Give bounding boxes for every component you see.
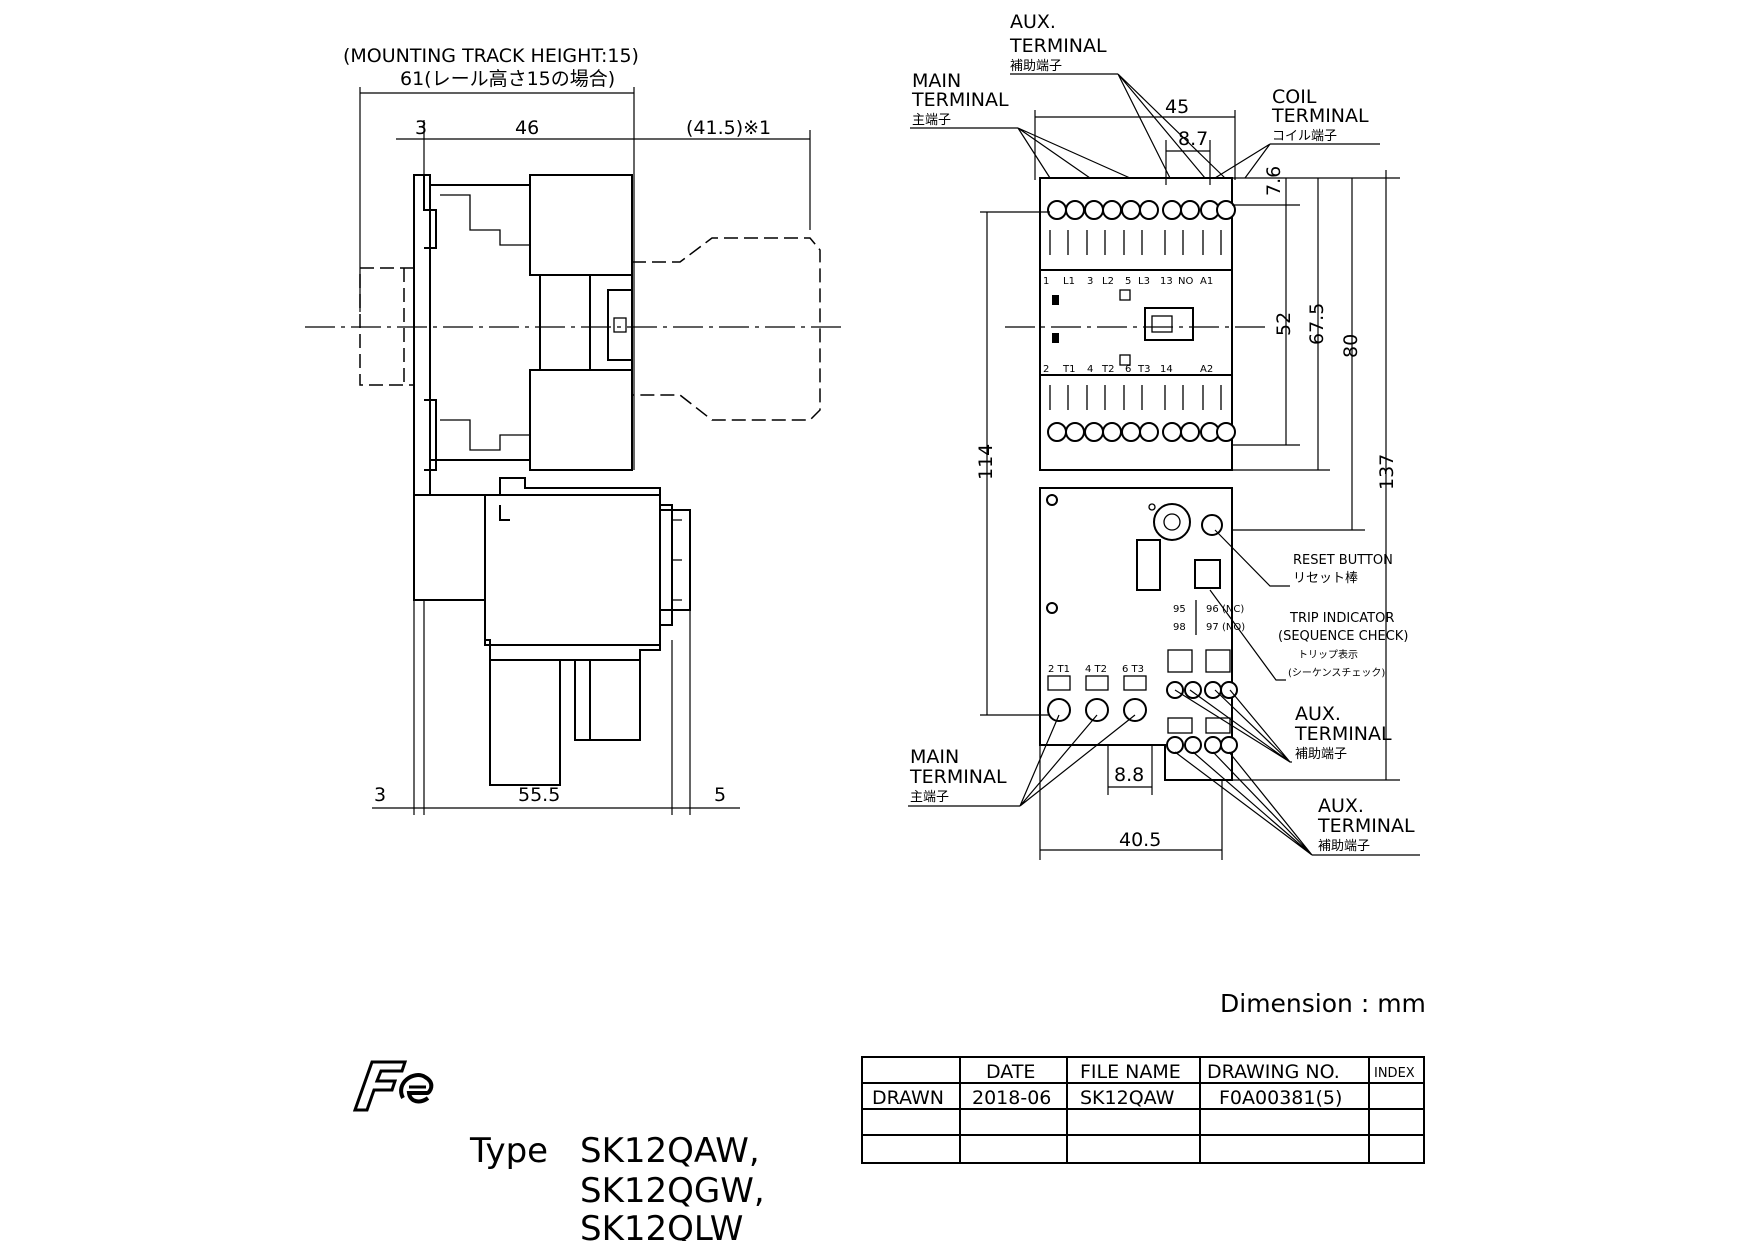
dim-front-67-5: 67.5	[1306, 303, 1328, 345]
row-drawn-drawing-no: F0A00381(5)	[1219, 1087, 1342, 1109]
mark-95: 95	[1173, 604, 1186, 615]
mark-a2: A2	[1200, 364, 1213, 375]
mark-nc: (NC)	[1222, 604, 1244, 615]
coil-terminal-label-2: TERMINAL	[1271, 105, 1369, 127]
relay-mark-4t2: 4 T2	[1085, 664, 1107, 675]
main-terminal-bottom-label-2: TERMINAL	[909, 766, 1007, 788]
dim-side-bottom-55-5: 55.5	[518, 784, 560, 806]
row-drawn-file: SK12QAW	[1080, 1087, 1175, 1109]
track-height-label-jp: 61(レール高さ15の場合)	[400, 68, 615, 90]
dim-side-bottom-3: 3	[374, 784, 386, 806]
trip-indicator-window	[1194, 559, 1221, 589]
row-drawn-date: 2018-06	[972, 1087, 1051, 1109]
mark-6: 6	[1125, 364, 1131, 375]
mark-t1: T1	[1062, 364, 1075, 375]
aux-terminal-mid-label-1: AUX.	[1295, 703, 1341, 725]
trip-indicator-label-1: TRIP INDICATOR	[1289, 611, 1394, 626]
relay-mark-6t3: 6 T3	[1122, 664, 1144, 675]
main-terminal-top-label-2: TERMINAL	[911, 89, 1009, 111]
mark-no-small: (NO)	[1222, 622, 1245, 633]
trip-indicator-label-2: (SEQUENCE CHECK)	[1278, 629, 1408, 644]
mark-2: 2	[1043, 364, 1049, 375]
mark-l3: L3	[1138, 276, 1150, 287]
main-terminal-top-label-1: MAIN	[912, 70, 961, 92]
dim-front-80: 80	[1340, 334, 1362, 358]
main-terminal-bottom-label-3: 主端子	[910, 790, 949, 805]
header-file-name: FILE NAME	[1080, 1061, 1181, 1083]
mark-4: 4	[1087, 364, 1093, 375]
main-terminal-bottom-label-1: MAIN	[910, 746, 959, 768]
front-view: AUX. TERMINAL 補助端子 MAIN TERMINAL 主端子 COI…	[908, 11, 1420, 860]
mark-13: 13	[1160, 276, 1173, 287]
coil-terminal-label-1: COIL	[1272, 86, 1317, 108]
header-drawing-no: DRAWING NO.	[1207, 1061, 1340, 1083]
model-2: SK12QGW,	[580, 1171, 765, 1211]
aux-terminal-top-label-1: AUX.	[1010, 11, 1056, 33]
relay-aux-screws	[1166, 649, 1238, 754]
contact-indicator	[1144, 307, 1194, 341]
mark-98: 98	[1173, 622, 1186, 633]
mark-a1: A1	[1200, 276, 1213, 287]
coil-terminal-label-3: コイル端子	[1272, 129, 1337, 144]
aux-terminal-mid-label-2: TERMINAL	[1294, 723, 1392, 745]
reset-button-icon[interactable]	[1201, 514, 1223, 536]
mark-96: 96	[1206, 604, 1219, 615]
dim-front-114: 114	[975, 444, 997, 480]
side-view: (MOUNTING TRACK HEIGHT:15) 61(レール高さ15の場合…	[305, 45, 845, 815]
aux-terminal-bottom-label-3: 補助端子	[1318, 839, 1370, 854]
top-terminal-screws	[1047, 200, 1236, 255]
aux-terminal-bottom-label-2: TERMINAL	[1317, 815, 1415, 837]
model-1: SK12QAW,	[580, 1131, 760, 1171]
aux-terminal-bottom-label-1: AUX.	[1318, 795, 1364, 817]
dim-side-top-3: 3	[415, 117, 427, 139]
dim-front-8-8: 8.8	[1114, 764, 1144, 786]
dim-side-top-41-5: (41.5)※1	[686, 117, 771, 139]
aux-terminal-mid-label-3: 補助端子	[1295, 747, 1347, 762]
relay-main-screws	[1047, 675, 1147, 722]
track-height-label: (MOUNTING TRACK HEIGHT:15)	[343, 45, 639, 67]
header-date: DATE	[986, 1061, 1035, 1083]
mark-l1: L1	[1063, 276, 1075, 287]
dim-front-52: 52	[1273, 312, 1295, 336]
mark-14: 14	[1160, 364, 1173, 375]
dim-front-7-6: 7.6	[1263, 166, 1285, 196]
reset-button-label-2: リセット棒	[1293, 571, 1358, 586]
trip-indicator-label-3: トリップ表示	[1298, 648, 1358, 661]
aux-terminal-top-label-2: TERMINAL	[1009, 35, 1107, 57]
dim-front-45: 45	[1165, 96, 1189, 118]
mark-no: NO	[1178, 276, 1193, 287]
dim-side-bottom-5: 5	[714, 784, 726, 806]
bottom-terminal-marks: 2 T1 4 T2 6 T3 14 A2	[1043, 364, 1213, 375]
bottom-terminal-screws	[1047, 385, 1236, 442]
unit-note: Dimension : mm	[1220, 989, 1426, 1018]
model-3: SK12QLW	[580, 1209, 743, 1241]
mark-5: 5	[1125, 276, 1131, 287]
type-label: Type	[469, 1131, 548, 1171]
title-block: DATE FILE NAME DRAWING NO. INDEX DRAWN 2…	[861, 1056, 1425, 1164]
header-index: INDEX	[1374, 1066, 1415, 1081]
dial	[1153, 503, 1191, 541]
aux-terminal-top-label-3: 補助端子	[1010, 59, 1062, 74]
mark-l2: L2	[1102, 276, 1114, 287]
dim-front-8-7: 8.7	[1178, 128, 1208, 150]
reset-button-label-1: RESET BUTTON	[1293, 553, 1393, 568]
dim-side-top-46: 46	[515, 117, 539, 139]
dim-front-137: 137	[1376, 454, 1398, 490]
top-terminal-marks: 1 L1 3 L2 5 L3 13 NO A1	[1043, 276, 1213, 287]
mark-1: 1	[1043, 276, 1049, 287]
fuji-electric-logo	[352, 1060, 434, 1112]
relay-mark-2t1: 2 T1	[1048, 664, 1070, 675]
trip-indicator-label-4: (シーケンスチェック)	[1288, 667, 1385, 679]
row-drawn-label: DRAWN	[872, 1087, 944, 1109]
mark-97: 97	[1206, 622, 1219, 633]
mark-t3: T3	[1137, 364, 1150, 375]
mark-t2: T2	[1101, 364, 1114, 375]
main-terminal-top-label-3: 主端子	[912, 113, 951, 128]
dim-front-40-5: 40.5	[1119, 829, 1161, 851]
mark-3: 3	[1087, 276, 1093, 287]
